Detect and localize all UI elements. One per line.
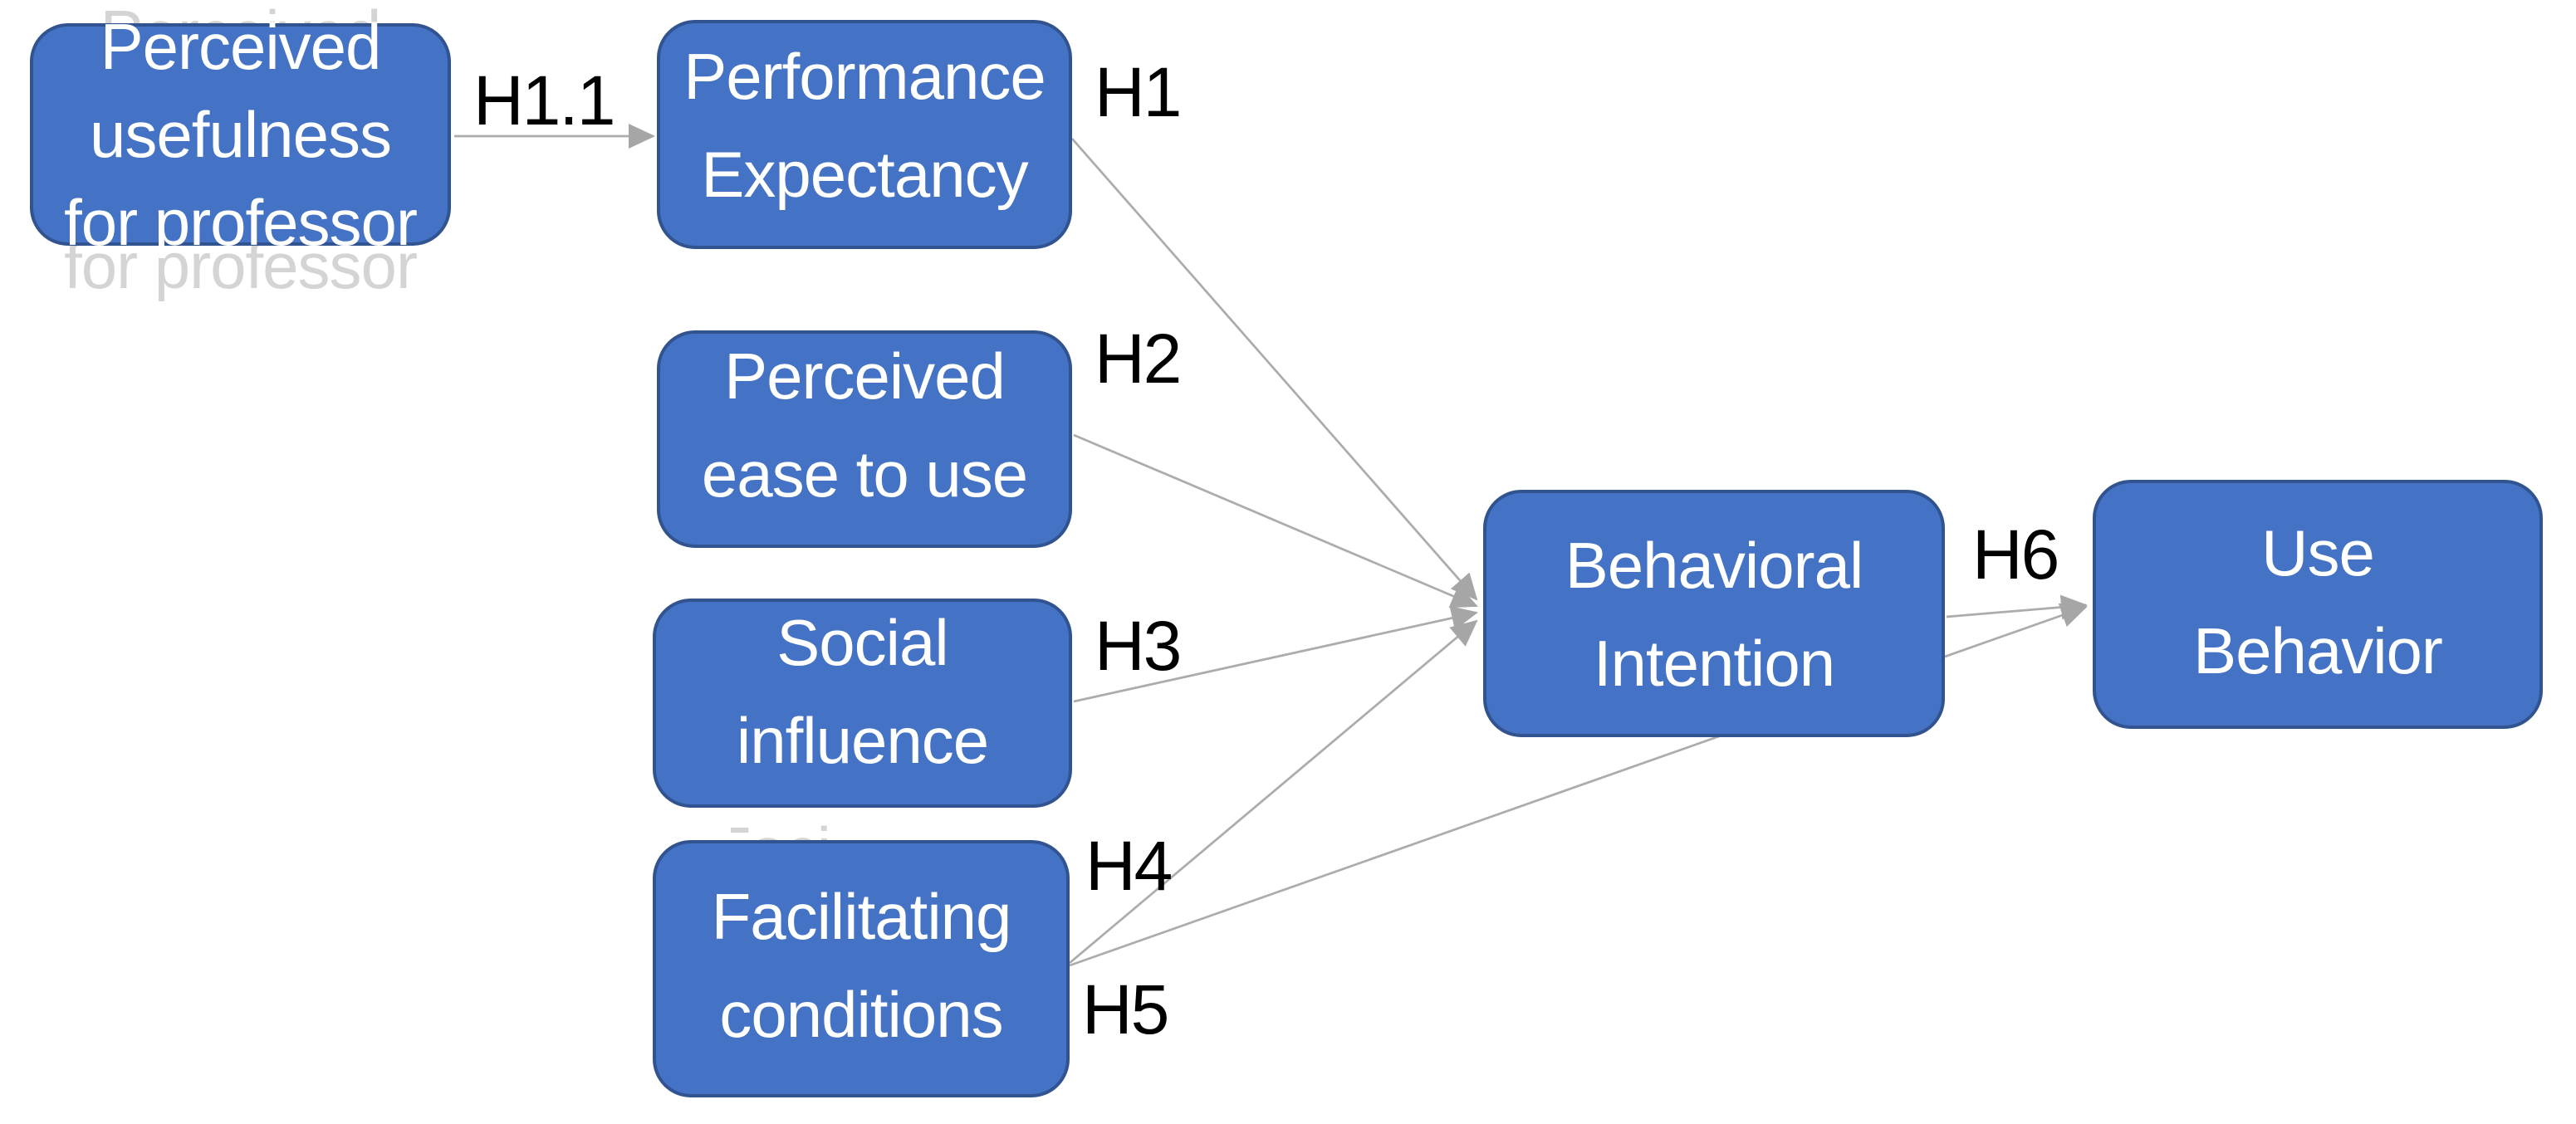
node-behavioral-intention <box>1483 490 1945 737</box>
hypothesis-label-h2: H2 <box>1095 320 1182 398</box>
node-perceived-ease-to-use <box>657 330 1072 548</box>
node-social-influence <box>653 599 1072 808</box>
hypothesis-label-h4: H4 <box>1085 827 1173 905</box>
edge-h4 <box>1069 619 1478 965</box>
edge-h2 <box>1073 433 1478 608</box>
hypothesis-label-h1-1: H1.1 <box>473 61 615 139</box>
edge-h3 <box>1073 605 1478 703</box>
edge-h1 <box>1070 138 1478 601</box>
node-perceived-usefulness <box>30 23 451 246</box>
hypothesis-label-h6: H6 <box>1972 516 2059 594</box>
edge-h6 <box>1946 594 2088 620</box>
hypothesis-label-h5: H5 <box>1082 970 1169 1048</box>
hypothesis-label-h3: H3 <box>1095 607 1182 685</box>
node-facilitating-conditions <box>653 840 1070 1097</box>
node-performance-expectancy <box>657 20 1072 249</box>
hypothesis-label-h1: H1 <box>1095 53 1182 131</box>
node-use-behavior <box>2093 480 2543 729</box>
